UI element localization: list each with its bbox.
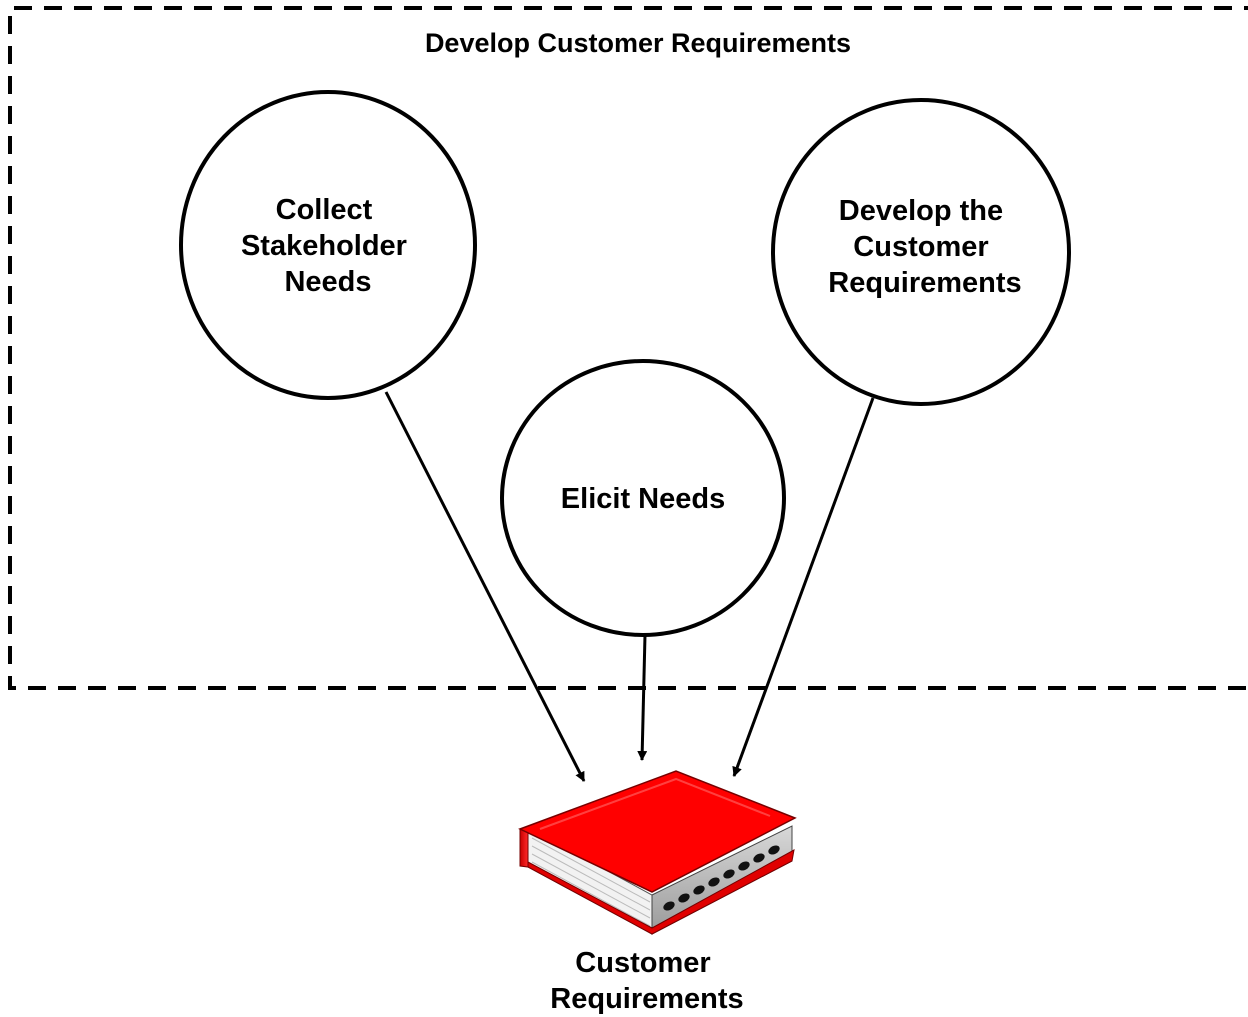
book-icon bbox=[518, 770, 797, 935]
process-circle bbox=[771, 98, 1071, 406]
process-circle bbox=[500, 359, 786, 637]
arrow-collect-to-output bbox=[384, 391, 586, 782]
boundary-title: Develop Customer Requirements bbox=[425, 28, 851, 58]
book-cover-highlight bbox=[539, 777, 771, 830]
process-label: Elicit Needs bbox=[561, 483, 725, 515]
book-cover bbox=[518, 770, 797, 893]
process-label: Collect Stakeholder Needs bbox=[241, 194, 415, 298]
process-collect-stakeholder-needs: Collect Stakeholder Needs bbox=[179, 90, 477, 400]
output-label: Customer Requirements bbox=[550, 947, 743, 1015]
arrow-develop-to-output bbox=[732, 397, 875, 777]
book-thumb-tabs bbox=[663, 845, 780, 911]
process-label: Develop the Customer Requirements bbox=[828, 195, 1021, 299]
process-boundary bbox=[8, 6, 1248, 690]
book-bottom-cover bbox=[527, 849, 795, 935]
process-circle bbox=[179, 90, 477, 400]
process-develop-customer-requirements: Develop the Customer Requirements bbox=[771, 98, 1071, 406]
arrow-elicit-to-output bbox=[637, 634, 648, 761]
process-elicit-needs: Elicit Needs bbox=[500, 359, 786, 637]
book-page-lines bbox=[531, 837, 651, 927]
